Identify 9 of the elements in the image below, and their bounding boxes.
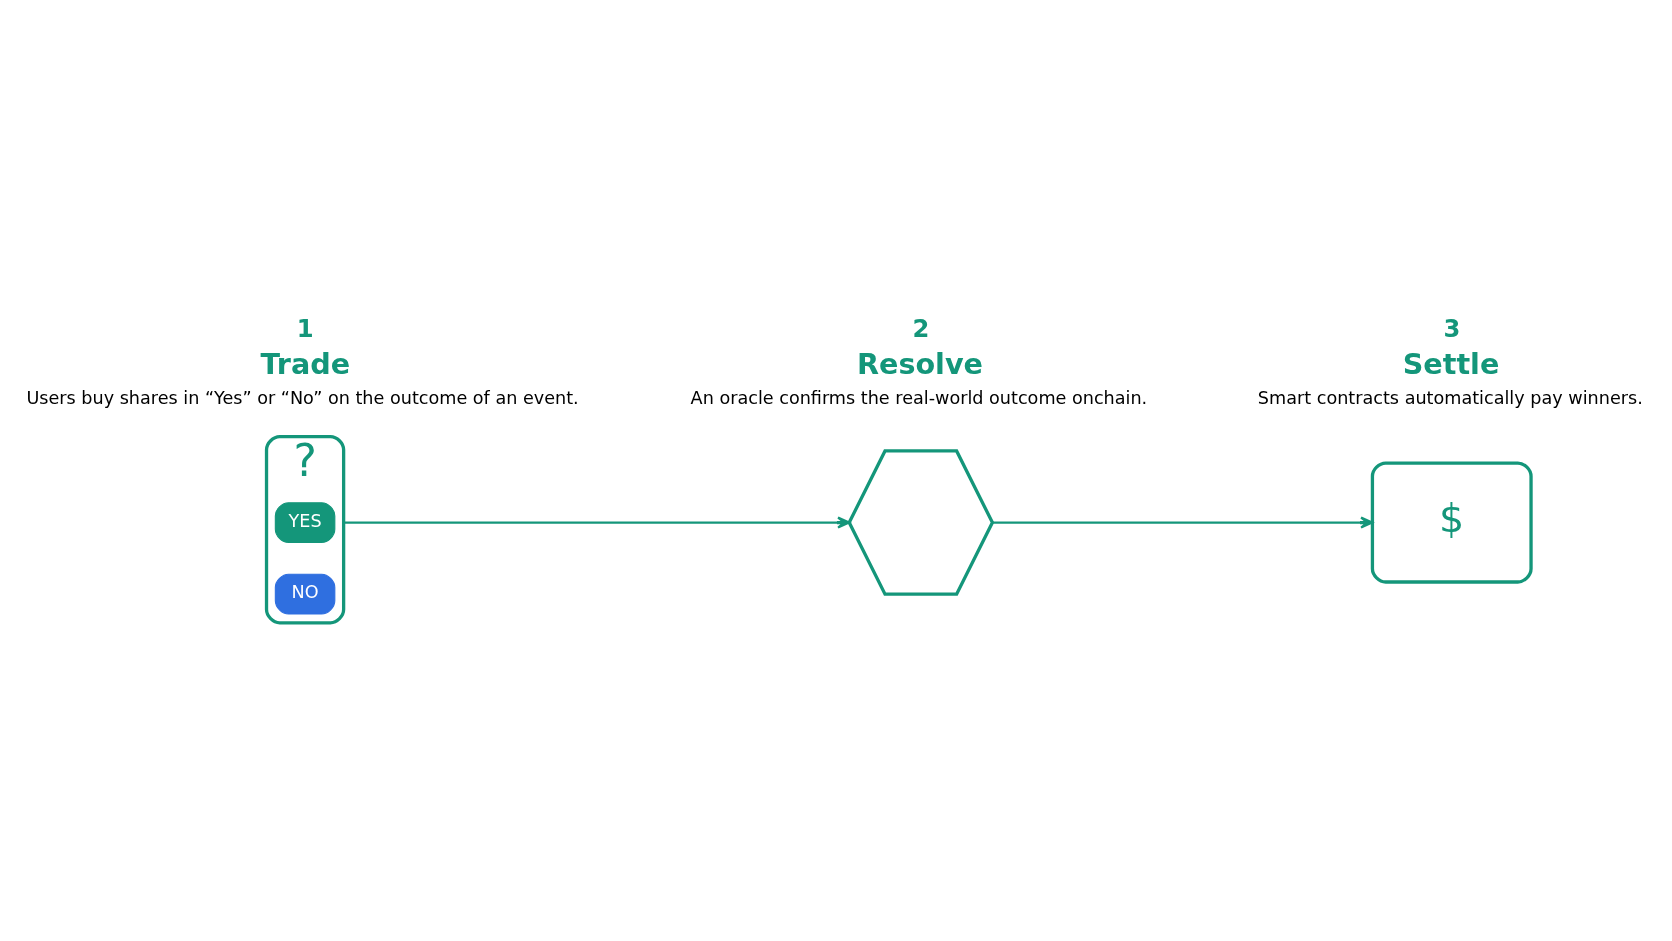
node-label: Smart contracts automatically pay winners.	[1257, 388, 1643, 409]
node-label: 1	[296, 315, 314, 344]
node-label: 2	[912, 315, 930, 344]
node-label: Resolve	[856, 346, 983, 381]
node-label: An oracle confirms the real-world outcome onchain.	[690, 388, 1148, 409]
node-label: Trade	[260, 346, 351, 381]
node-label: 3	[1443, 315, 1461, 344]
node-label: Users buy shares in “Yes” or “No” on the outcome of an event.	[26, 388, 579, 409]
node-label: Settle	[1402, 346, 1500, 381]
